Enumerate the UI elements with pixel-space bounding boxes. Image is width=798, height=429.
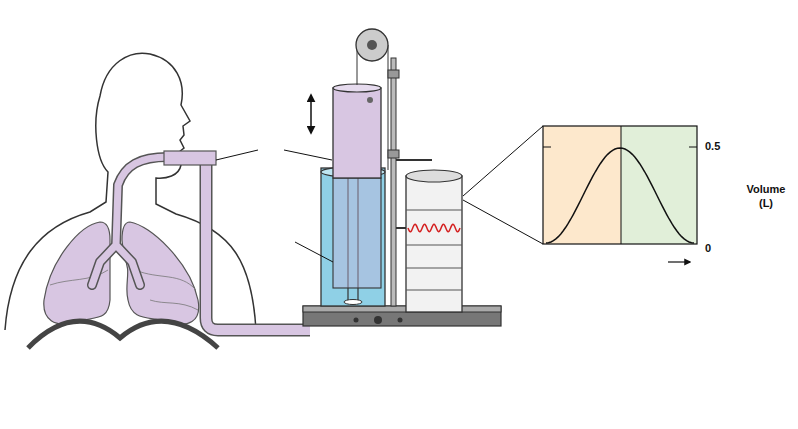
rod-clamp	[388, 150, 399, 158]
water-tank	[321, 168, 385, 306]
expiration-panel	[621, 126, 697, 244]
spirogram-trace	[408, 224, 460, 231]
drum-top	[406, 170, 462, 182]
zoom-line	[463, 126, 543, 196]
volume-curve	[546, 148, 694, 243]
leader-line	[284, 150, 332, 160]
motion-arrow	[310, 95, 312, 133]
knob	[374, 316, 382, 324]
graph-divider	[621, 126, 622, 244]
bell	[333, 88, 381, 178]
airway-outline	[92, 157, 168, 285]
pipe-end	[344, 300, 362, 305]
support-rod	[391, 58, 396, 306]
base-platform	[303, 306, 501, 326]
time-arrow	[668, 261, 690, 262]
tick	[543, 147, 551, 148]
tick	[689, 147, 697, 148]
axis-title: Volume (L)	[740, 183, 792, 211]
airway	[92, 157, 168, 285]
inspiration-panel	[543, 126, 621, 244]
graph-frame	[543, 126, 697, 244]
pulley	[356, 29, 388, 61]
base-top	[303, 306, 501, 312]
knob	[354, 318, 359, 323]
bell-submerged	[333, 178, 381, 288]
knob	[398, 318, 403, 323]
rod-clamp	[388, 70, 399, 78]
zoom-line	[463, 200, 543, 244]
recording-drum	[406, 176, 462, 312]
pen-arm	[396, 159, 432, 161]
diaphragm	[28, 321, 218, 348]
lung-lobe-lines	[50, 270, 198, 310]
bell-top	[333, 84, 381, 92]
mouthpiece	[164, 151, 216, 165]
hose	[206, 162, 310, 330]
axis-value: 0.5	[705, 140, 735, 154]
pulley-hub	[367, 40, 377, 50]
leader-line	[216, 150, 258, 160]
axis-value: 0	[705, 242, 725, 256]
body-outline	[5, 53, 256, 330]
drum-lines	[406, 210, 462, 290]
hose-outline	[206, 162, 310, 330]
bell-valve	[367, 97, 373, 103]
leader-line	[295, 242, 333, 262]
